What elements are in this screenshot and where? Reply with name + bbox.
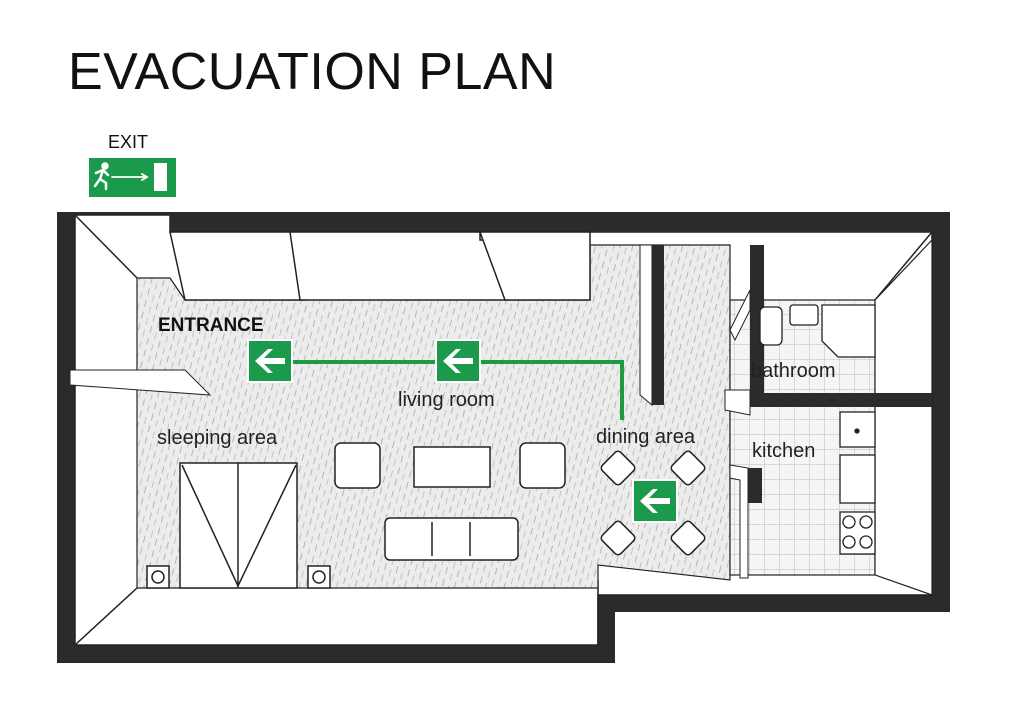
toilet-icon: [759, 306, 783, 346]
window-recesses: [169, 231, 591, 301]
sofa: [384, 517, 519, 561]
route-sign-2: [435, 339, 481, 383]
dining-chairs: [600, 450, 706, 556]
arrow-left-icon: [640, 489, 670, 513]
label-living-room: living room: [398, 389, 495, 411]
label-kitchen: kitchen: [752, 440, 815, 462]
exit-sign: [89, 158, 176, 197]
exit-label: EXIT: [108, 132, 149, 152]
bathroom-fixtures: [759, 304, 876, 358]
kitchen-fixtures: [839, 411, 876, 555]
running-man-exit-icon: [93, 162, 167, 191]
label-dining-area: dining area: [596, 426, 696, 448]
armchair: [519, 442, 566, 489]
evacuation-route: [292, 360, 624, 420]
route-sign-3: [632, 479, 678, 523]
armchair: [334, 442, 381, 489]
interior-walls: [57, 244, 932, 579]
arrow-left-icon: [255, 349, 285, 373]
shower-icon: [821, 304, 876, 358]
arrow-left-icon: [443, 349, 473, 373]
oven-icon: [839, 454, 876, 504]
page-title: EVACUATION PLAN: [68, 43, 557, 101]
label-sleeping-area: sleeping area: [157, 427, 278, 449]
sink-icon: [789, 304, 819, 326]
bed-icon: [146, 462, 331, 589]
coffee-table: [413, 446, 491, 488]
label-bathroom: bathroom: [751, 360, 836, 382]
label-entrance: ENTRANCE: [158, 315, 264, 336]
furniture: [146, 442, 706, 589]
route-sign-1: [247, 339, 293, 383]
